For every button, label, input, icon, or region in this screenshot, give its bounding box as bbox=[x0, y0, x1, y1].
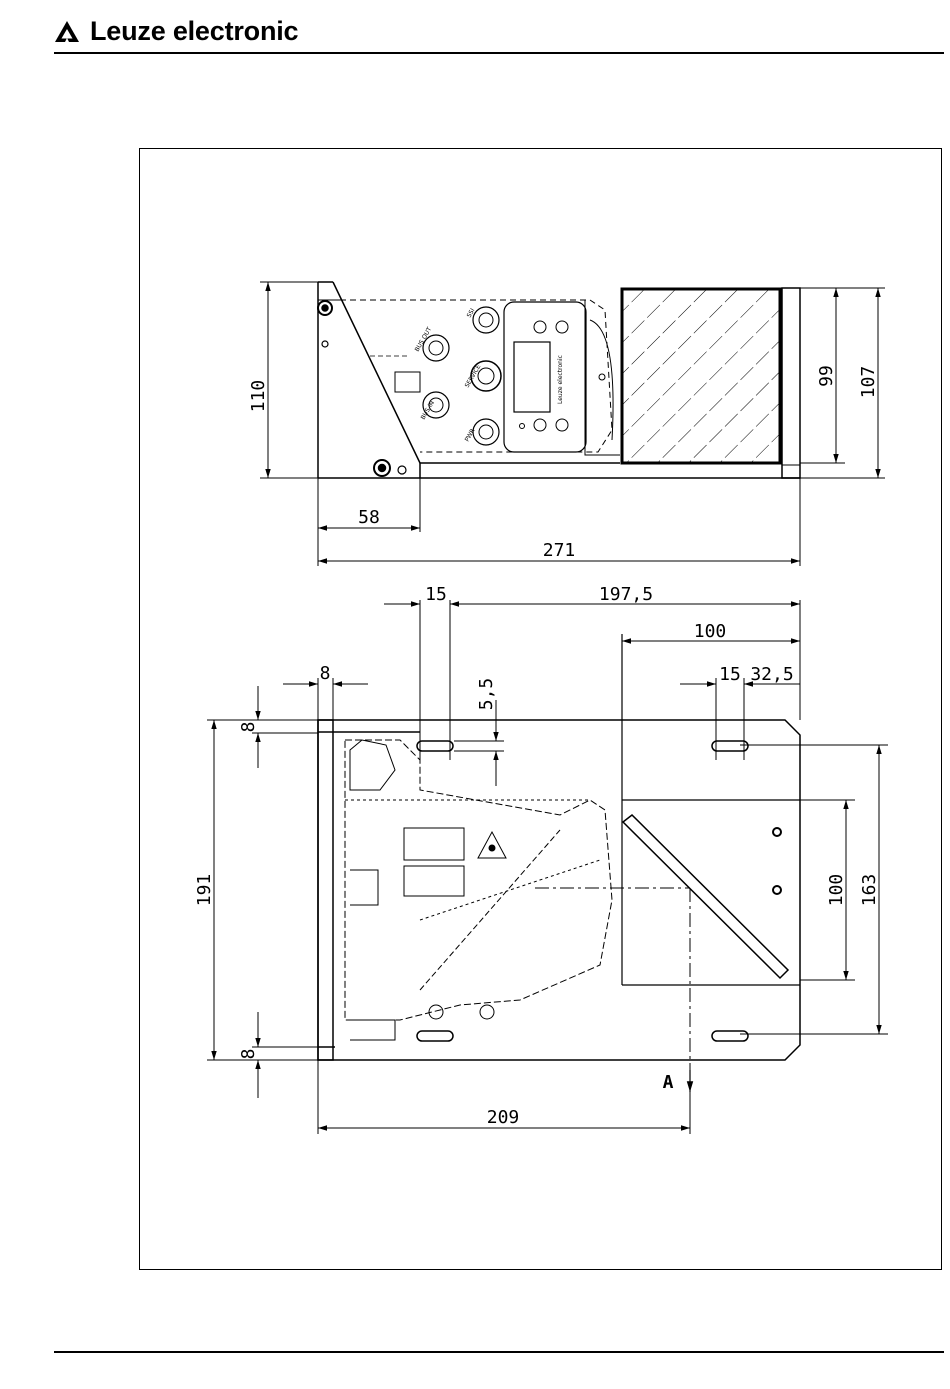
footer-rule bbox=[54, 1351, 944, 1353]
connector-ssi bbox=[473, 307, 499, 333]
slot-4 bbox=[712, 1031, 748, 1041]
dim-32-5: 32,5 bbox=[750, 664, 793, 685]
side-view bbox=[318, 634, 800, 1092]
display-screen bbox=[514, 342, 550, 412]
dim-8-side-top: 8 bbox=[238, 722, 259, 733]
section-label-a: A bbox=[663, 1072, 674, 1093]
dim-191: 191 bbox=[194, 874, 215, 907]
dim-163: 163 bbox=[859, 874, 880, 907]
base-plate bbox=[318, 720, 800, 1060]
connector-pwr bbox=[473, 419, 499, 445]
deflector-mirror bbox=[623, 815, 788, 978]
dim-110: 110 bbox=[248, 380, 269, 413]
hole-1 bbox=[773, 828, 781, 836]
dim-8-side-bottom: 8 bbox=[238, 1049, 259, 1060]
slot-2 bbox=[712, 741, 748, 751]
dim-99: 99 bbox=[816, 365, 837, 387]
dim-197-5: 197,5 bbox=[599, 584, 653, 605]
dim-58: 58 bbox=[358, 507, 380, 528]
side-view-dim-text: 15 197,5 100 8 5,5 15 32,5 8 8 191 100 1… bbox=[194, 584, 880, 1128]
slot-3 bbox=[417, 1031, 453, 1041]
dim-15-b: 15 bbox=[719, 664, 741, 685]
dim-271: 271 bbox=[543, 540, 576, 561]
connector-side-2 bbox=[480, 1005, 494, 1019]
dim-209: 209 bbox=[487, 1107, 520, 1128]
label-brand-small: Leuze electronic bbox=[557, 355, 564, 404]
side-flange bbox=[318, 720, 333, 1060]
slot-1 bbox=[417, 741, 453, 751]
hole-2 bbox=[773, 886, 781, 894]
dim-100-right: 100 bbox=[826, 874, 847, 907]
label-ssi: SSI bbox=[466, 307, 477, 319]
top-right-plate bbox=[782, 288, 800, 478]
dim-100-top: 100 bbox=[694, 621, 727, 642]
scanner-body bbox=[345, 740, 612, 1040]
label-pwr: PWR bbox=[464, 428, 477, 443]
top-view-labels: BUS OUT BUS IN SSI SERVICE PWR Leuze ele… bbox=[414, 307, 564, 443]
dim-15-a: 15 bbox=[425, 584, 447, 605]
dim-8-top: 8 bbox=[320, 663, 331, 684]
dim-107: 107 bbox=[858, 366, 879, 399]
hatched-window bbox=[622, 289, 780, 463]
label-service: SERVICE bbox=[464, 363, 483, 389]
label-plate-1 bbox=[404, 828, 464, 860]
dim-5-5: 5,5 bbox=[476, 678, 497, 711]
label-plate-2 bbox=[404, 866, 464, 896]
